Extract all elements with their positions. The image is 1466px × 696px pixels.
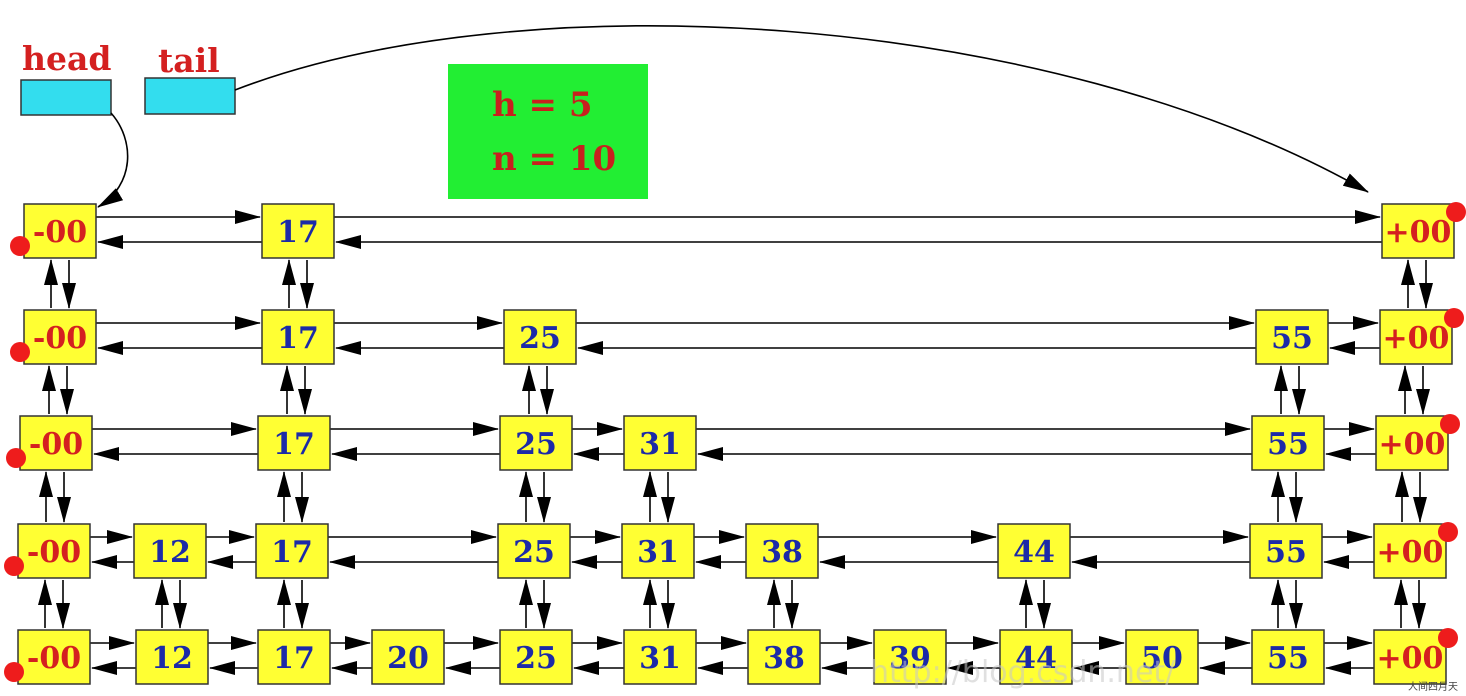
marker-dot — [10, 236, 30, 256]
head-pointer-box — [20, 79, 112, 116]
node-key: 31 — [637, 535, 679, 570]
nodes-layer: -00 17 +00 -00 17 25 55 +00 -00 17 25 31 55 +00 -00 12 1… — [4, 202, 1466, 685]
sentinel-label: +00 — [1383, 321, 1450, 356]
links-layer — [38, 210, 1433, 675]
node-key: 39 — [889, 641, 931, 676]
node: 25 — [497, 523, 571, 579]
node: 38 — [747, 629, 821, 685]
node: 44 — [999, 629, 1073, 685]
node-key: 31 — [639, 641, 681, 676]
tail-pointer-box — [144, 77, 236, 115]
node-key: 55 — [1265, 535, 1307, 570]
node-key: 55 — [1267, 427, 1309, 462]
marker-dot — [4, 662, 24, 682]
neg-inf-sentinel: -00 — [6, 415, 93, 471]
marker-dot — [1438, 628, 1458, 648]
count-stat: n = 10 — [492, 139, 616, 179]
marker-dot — [1444, 308, 1464, 328]
node: 17 — [261, 309, 335, 365]
node: 44 — [997, 523, 1071, 579]
neg-inf-sentinel: -00 — [4, 523, 91, 579]
node: 55 — [1255, 309, 1329, 365]
height-stat: h = 5 — [492, 85, 593, 125]
node-key: 38 — [763, 641, 805, 676]
node: 55 — [1251, 629, 1325, 685]
node: 39 — [873, 629, 947, 685]
node-key: 12 — [149, 535, 191, 570]
sentinel-label: -00 — [33, 321, 87, 356]
watermark: http://blog.csdn.net/ — [870, 655, 1176, 690]
sentinel-label: -00 — [27, 535, 81, 570]
node-key: 17 — [277, 321, 319, 356]
node: 17 — [261, 203, 335, 259]
node-key: 12 — [151, 641, 193, 676]
node: 25 — [499, 415, 573, 471]
node-key: 25 — [513, 535, 555, 570]
sentinel-label: +00 — [1385, 215, 1452, 250]
node-key: 25 — [515, 427, 557, 462]
node: 20 — [371, 629, 445, 685]
marker-dot — [1446, 202, 1466, 222]
tail-pointer-arrow — [234, 25, 1369, 193]
tail-label: tail — [158, 41, 220, 80]
marker-dot — [10, 342, 30, 362]
node: 12 — [135, 629, 209, 685]
marker-dot — [1440, 414, 1460, 434]
corner-label: 人间四月天 — [1408, 680, 1458, 693]
sentinel-label: -00 — [27, 641, 81, 676]
head-label: head — [22, 39, 111, 78]
neg-inf-sentinel: -00 — [4, 629, 91, 685]
node: 50 — [1125, 629, 1199, 685]
node: 31 — [621, 523, 695, 579]
node-key: 25 — [515, 641, 557, 676]
marker-dot — [1438, 522, 1458, 542]
head-pointer-arrow — [97, 112, 129, 208]
node: 31 — [623, 415, 697, 471]
node-key: 25 — [519, 321, 561, 356]
node: 55 — [1249, 523, 1323, 579]
pos-inf-sentinel: +00 — [1373, 628, 1458, 685]
sentinel-label: +00 — [1377, 641, 1444, 676]
node: 25 — [499, 629, 573, 685]
node-key: 38 — [761, 535, 803, 570]
node-key: 17 — [277, 215, 319, 250]
pos-inf-sentinel: +00 — [1381, 202, 1466, 259]
node-key: 44 — [1015, 641, 1057, 676]
node: 25 — [503, 309, 577, 365]
neg-inf-sentinel: -00 — [10, 309, 97, 365]
node: 17 — [257, 629, 331, 685]
pos-inf-sentinel: +00 — [1373, 522, 1458, 579]
sentinel-label: +00 — [1377, 535, 1444, 570]
node-key: 20 — [387, 641, 429, 676]
node: 17 — [255, 523, 329, 579]
node-key: 55 — [1267, 641, 1309, 676]
node-key: 17 — [271, 535, 313, 570]
node: 17 — [257, 415, 331, 471]
marker-dot — [6, 448, 26, 468]
node-key: 17 — [273, 641, 315, 676]
node-key: 44 — [1013, 535, 1055, 570]
node-key: 55 — [1271, 321, 1313, 356]
marker-dot — [4, 556, 24, 576]
stats-box — [448, 64, 648, 199]
pos-inf-sentinel: +00 — [1379, 308, 1464, 365]
sentinel-label: +00 — [1379, 427, 1446, 462]
node: 55 — [1251, 415, 1325, 471]
node-key: 17 — [273, 427, 315, 462]
pos-inf-sentinel: +00 — [1375, 414, 1460, 471]
sentinel-label: -00 — [33, 215, 87, 250]
node: 38 — [745, 523, 819, 579]
node: 31 — [623, 629, 697, 685]
node-key: 31 — [639, 427, 681, 462]
sentinel-label: -00 — [29, 427, 83, 462]
neg-inf-sentinel: -00 — [10, 203, 97, 259]
node: 12 — [133, 523, 207, 579]
node-key: 50 — [1141, 641, 1183, 676]
